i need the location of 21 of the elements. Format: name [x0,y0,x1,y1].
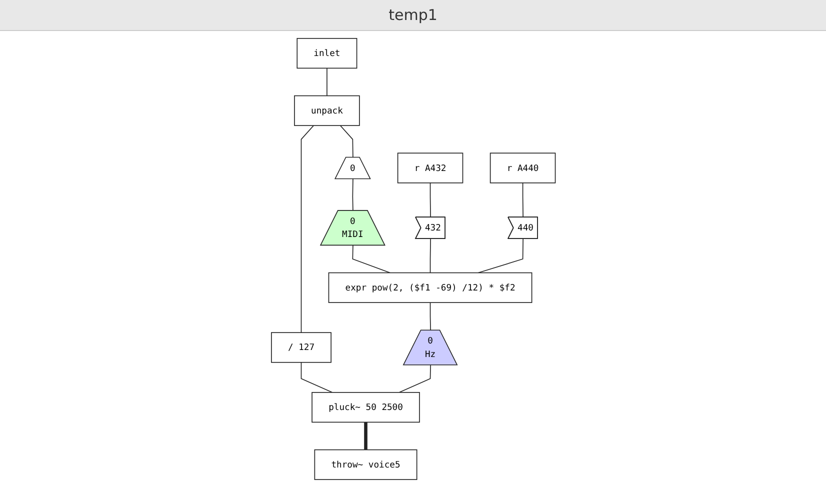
connector [522,182,524,218]
window-title: temp1 [388,6,438,24]
connector [352,244,390,273]
connector [430,182,431,218]
connector [300,361,332,392]
node-box: r A432 [397,152,463,183]
connector [352,178,354,211]
node-box: pluck~ 50 2500 [311,392,420,422]
node-box: inlet [296,38,357,68]
node-box: unpack [294,94,360,126]
node-box: r A440 [490,152,556,183]
connector [340,124,354,158]
node-box: / 127 [270,332,332,362]
connector [430,302,431,330]
node-box: expr pow(2, ($f1 -69) /12) * $f2 [328,272,532,302]
connector [398,364,431,392]
connector [300,124,314,333]
connector [364,422,368,450]
connector [430,238,431,273]
node-box: throw~ voice5 [314,448,417,480]
connector [326,67,328,96]
